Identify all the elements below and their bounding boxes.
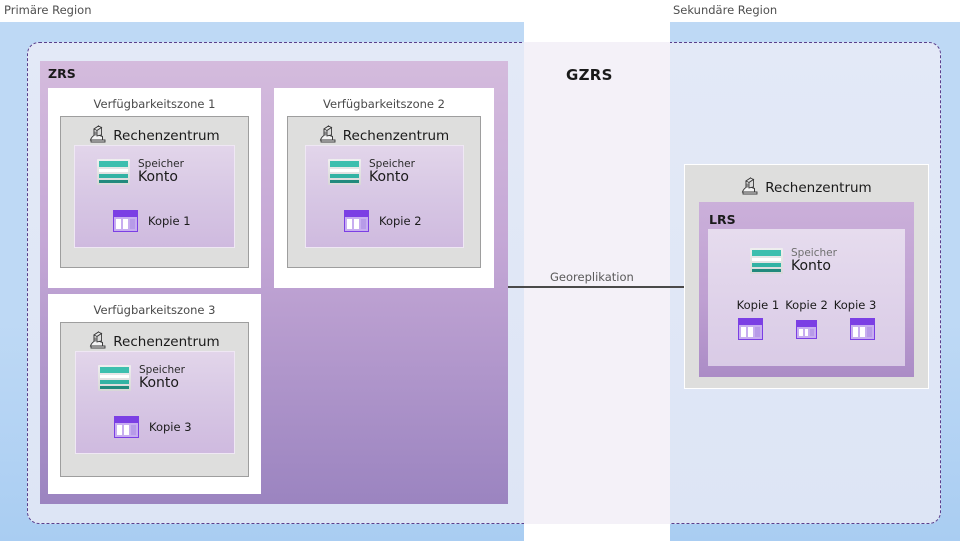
lrs-copy-label-3: Kopie 3	[833, 298, 877, 312]
availability-zone-1-title: Verfügbarkeitszone 1	[93, 97, 216, 111]
datacenter-icon	[319, 124, 337, 148]
lrs-storage-panel	[708, 229, 905, 366]
storage-panel-zone-3: Speicher Konto Kopie 3	[75, 351, 235, 454]
primary-region-label: Primäre Region	[4, 3, 92, 17]
copy-label-zone-3: Kopie 3	[149, 420, 192, 434]
copy-icon	[114, 416, 139, 438]
storage-panel-zone-2: Speicher Konto Kopie 2	[305, 145, 464, 248]
lrs-copy-labels: Kopie 1 Kopie 2 Kopie 3	[708, 298, 905, 312]
datacenter-header-secondary: Rechenzentrum	[685, 176, 928, 200]
storage-account-text-zone-1: Speicher Konto	[138, 159, 184, 185]
storage-line2-secondary: Konto	[791, 258, 831, 275]
lrs-copy-label-2: Kopie 2	[785, 298, 828, 312]
copy-row-zone-1: Kopie 1	[113, 210, 191, 232]
datacenter-label-zone-2: Rechenzentrum	[342, 128, 450, 144]
gzrs-title: GZRS	[566, 66, 613, 84]
datacenter-icon	[89, 124, 107, 148]
storage-line1-zone-2: Speicher	[369, 158, 415, 171]
lrs-copy-icons	[708, 318, 905, 340]
storage-account-text-secondary: Speicher Konto	[791, 248, 837, 274]
storage-account-icon	[328, 159, 361, 185]
storage-account-row-zone-1: Speicher Konto	[97, 159, 184, 185]
storage-account-row-zone-2: Speicher Konto	[328, 159, 415, 185]
availability-zone-2-title: Verfügbarkeitszone 2	[323, 97, 445, 111]
storage-account-icon	[98, 365, 131, 391]
zrs-title: ZRS	[48, 66, 76, 81]
datacenter-icon	[89, 330, 107, 354]
copy-label-zone-2: Kopie 2	[379, 214, 422, 228]
datacenter-label-zone-3: Rechenzentrum	[113, 334, 220, 350]
datacenter-header-zone-2: Rechenzentrum	[288, 124, 480, 148]
lrs-title: LRS	[709, 212, 736, 227]
datacenter-label-zone-1: Rechenzentrum	[113, 128, 220, 144]
copy-icon	[849, 318, 875, 340]
copy-icon	[738, 318, 764, 340]
copy-icon	[113, 210, 138, 232]
storage-account-row-zone-3: Speicher Konto	[98, 365, 185, 391]
secondary-region-label: Sekundäre Region	[673, 3, 778, 17]
gzrs-middle-gap	[524, 42, 670, 524]
georeplication-label: Georeplikation	[550, 270, 634, 284]
datacenter-label-secondary: Rechenzentrum	[765, 180, 872, 196]
datacenter-icon	[741, 176, 759, 200]
storage-line1-secondary: Speicher	[791, 247, 837, 260]
storage-line1-zone-1: Speicher	[138, 158, 184, 171]
storage-account-text-zone-2: Speicher Konto	[369, 159, 415, 185]
lrs-copies-group: Kopie 1 Kopie 2 Kopie 3	[708, 298, 905, 340]
copy-label-zone-1: Kopie 1	[148, 214, 191, 228]
copy-icon	[344, 210, 369, 232]
storage-line2-zone-2: Konto	[369, 169, 409, 186]
storage-account-text-zone-3: Speicher Konto	[139, 365, 185, 391]
storage-line1-zone-3: Speicher	[139, 364, 185, 377]
datacenter-header-zone-3: Rechenzentrum	[61, 330, 248, 354]
storage-line2-zone-1: Konto	[138, 169, 178, 186]
copy-row-zone-3: Kopie 3	[114, 416, 192, 438]
georeplication-arrow-line	[508, 286, 704, 288]
storage-account-row-secondary: Speicher Konto	[750, 248, 837, 274]
availability-zone-3-title: Verfügbarkeitszone 3	[93, 303, 216, 317]
datacenter-header-zone-1: Rechenzentrum	[61, 124, 248, 148]
copy-icon	[795, 319, 817, 339]
storage-account-icon	[750, 248, 783, 274]
storage-account-icon	[97, 159, 130, 185]
lrs-copy-label-1: Kopie 1	[736, 298, 780, 312]
storage-panel-zone-1: Speicher Konto Kopie 1	[74, 145, 235, 248]
storage-line2-zone-3: Konto	[139, 375, 179, 392]
copy-row-zone-2: Kopie 2	[344, 210, 422, 232]
